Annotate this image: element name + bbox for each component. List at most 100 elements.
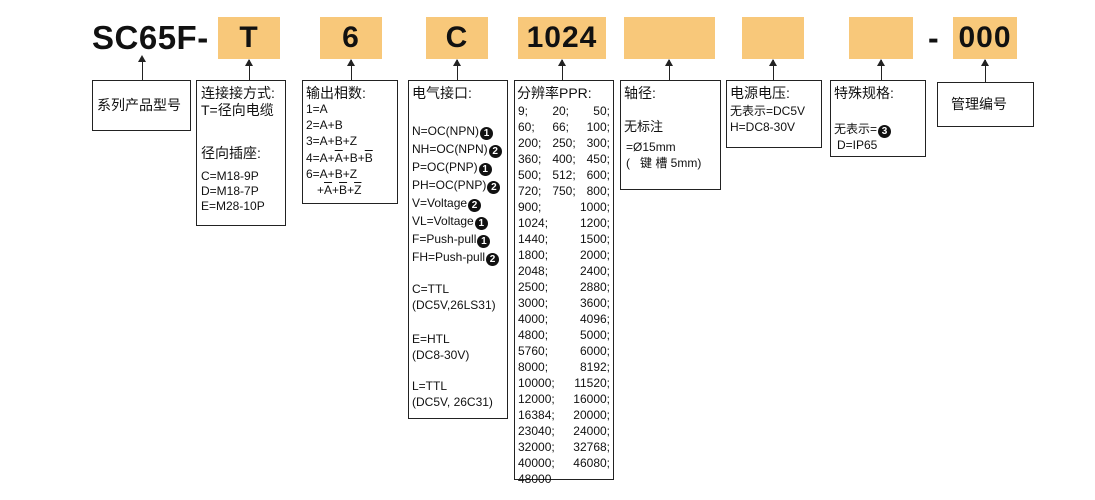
- connector-line: [562, 60, 563, 80]
- arrow-up-icon: [665, 59, 673, 66]
- note-number-icon: 2: [486, 253, 500, 266]
- connector-line: [881, 60, 882, 80]
- code-phases: 6: [320, 17, 382, 59]
- special-title: 特殊规格:: [834, 85, 894, 101]
- special-box: 特殊规格: 无表示=3 D=IP65: [830, 80, 926, 157]
- interface-item: N=OC(NPN)1: [412, 123, 494, 140]
- connection-item: C=M18-9P: [201, 169, 259, 183]
- resolution-row: 1440; 1500;: [518, 231, 610, 247]
- resolution-row: 4000; 4096;: [518, 311, 610, 327]
- resolution-value: 750;: [552, 184, 576, 198]
- resolution-row: 500;512;600;: [518, 167, 610, 183]
- connector-line: [457, 60, 458, 80]
- arrow-up-icon: [769, 59, 777, 66]
- resolution-row: 12000;16000;: [518, 391, 610, 407]
- resolution-value: 20000;: [573, 408, 610, 422]
- resolution-row: 9;20;50;: [518, 103, 610, 119]
- phase-6-b-bar: B: [339, 183, 348, 197]
- connection-title: 连接接方式:: [201, 85, 275, 101]
- arrow-up-icon: [138, 55, 146, 62]
- shaft-title: 轴径:: [624, 85, 656, 101]
- interface-item-text: PH=OC(PNP): [412, 178, 487, 192]
- code-voltage: [742, 17, 804, 59]
- code-connection: T: [218, 17, 280, 59]
- interface-item-text: P=OC(PNP): [412, 160, 478, 174]
- phase-4-b-bar: B: [364, 151, 373, 165]
- resolution-value: 1200;: [579, 216, 610, 230]
- phase-item-6b: +A+B+Z: [317, 182, 361, 198]
- series-label: 系列产品型号: [97, 97, 181, 113]
- phase-6-plus: +: [347, 183, 355, 197]
- resolution-value: 1024;: [518, 216, 549, 230]
- resolution-value: 900;: [518, 200, 542, 214]
- resolution-list: 9;20;50; 60;66;100; 200;250;300; 360;400…: [518, 103, 610, 487]
- resolution-value: 2400;: [579, 264, 610, 278]
- interface-extra-type: L=TTL: [412, 379, 448, 393]
- arrow-up-icon: [877, 59, 885, 66]
- resolution-value: 250;: [552, 136, 576, 150]
- interface-item-text: V=Voltage: [412, 196, 468, 210]
- interface-item: P=OC(PNP)1: [412, 159, 492, 176]
- resolution-row: 10000;11520;: [518, 375, 610, 391]
- voltage-box: 电源电压: 无表示=DC5V H=DC8-30V: [726, 80, 822, 148]
- resolution-row: 23040;24000;: [518, 423, 610, 439]
- phase-item: 6=A+B+Z: [306, 167, 358, 181]
- resolution-value: 500;: [518, 168, 542, 182]
- connector-line: [142, 58, 143, 80]
- resolution-value: 16000;: [573, 392, 610, 406]
- interface-item: NH=OC(NPN)2: [412, 141, 502, 158]
- resolution-value: 8192;: [579, 360, 610, 374]
- resolution-value: 450;: [586, 152, 610, 166]
- resolution-row: 3000;3600;: [518, 295, 610, 311]
- phase-4-mid: +B+: [342, 151, 365, 165]
- resolution-row: 900;1000;: [518, 199, 610, 215]
- resolution-value: 48000: [518, 472, 552, 486]
- connection-item: D=M18-7P: [201, 184, 259, 198]
- resolution-row: 2048;2400;: [518, 263, 610, 279]
- connector-line: [773, 60, 774, 80]
- resolution-value: 9;: [518, 104, 529, 118]
- interface-extra-spec: (DC5V,26LS31): [412, 298, 496, 312]
- resolution-value: 4096;: [579, 312, 610, 326]
- voltage-line: 无表示=DC5V: [730, 104, 806, 118]
- resolution-row: 16384;20000;: [518, 407, 610, 423]
- resolution-value: 2880;: [579, 280, 610, 294]
- interface-extra-type: E=HTL: [412, 332, 450, 346]
- connector-line: [985, 60, 986, 82]
- output-phases-title: 输出相数:: [306, 85, 366, 101]
- resolution-value: 4000;: [518, 312, 549, 326]
- interface-item-text: FH=Push-pull: [412, 250, 486, 264]
- note-number-icon: 2: [488, 145, 502, 158]
- resolution-row: 32000;32768;: [518, 439, 610, 455]
- resolution-value: 4800;: [518, 328, 549, 342]
- note-number-icon: 1: [480, 127, 494, 140]
- resolution-value: 512;: [552, 168, 576, 182]
- resolution-value: 800;: [586, 184, 610, 198]
- resolution-row: 4800;5000;: [518, 327, 610, 343]
- arrow-up-icon: [245, 59, 253, 66]
- resolution-title: 分辨率PPR:: [517, 85, 592, 101]
- resolution-row: 40000;46080;: [518, 455, 610, 471]
- special-line: D=IP65: [837, 138, 878, 152]
- model-prefix: SC65F-: [92, 19, 209, 56]
- phase-6-plus: +: [332, 183, 340, 197]
- resolution-value: 3000;: [518, 296, 549, 310]
- resolution-value: 300;: [586, 136, 610, 150]
- interface-title: 电气接口:: [412, 85, 472, 101]
- suffix-dash: -: [928, 20, 939, 56]
- phase-item: 2=A+B: [306, 118, 343, 132]
- resolution-value: 1500;: [579, 232, 610, 246]
- resolution-value: 2500;: [518, 280, 549, 294]
- resolution-value: 1440;: [518, 232, 549, 246]
- shaft-line: ( 键 槽 5mm): [626, 156, 702, 170]
- resolution-value: 32000;: [518, 440, 555, 454]
- interface-item-text: NH=OC(NPN): [412, 142, 488, 156]
- resolution-value: 360;: [518, 152, 542, 166]
- connection-subtitle: 径向插座:: [201, 145, 261, 161]
- resolution-value: 50;: [593, 104, 610, 118]
- arrow-up-icon: [453, 59, 461, 66]
- phase-4-a-bar: A: [334, 151, 343, 165]
- resolution-row: 1024; 1200;: [518, 215, 610, 231]
